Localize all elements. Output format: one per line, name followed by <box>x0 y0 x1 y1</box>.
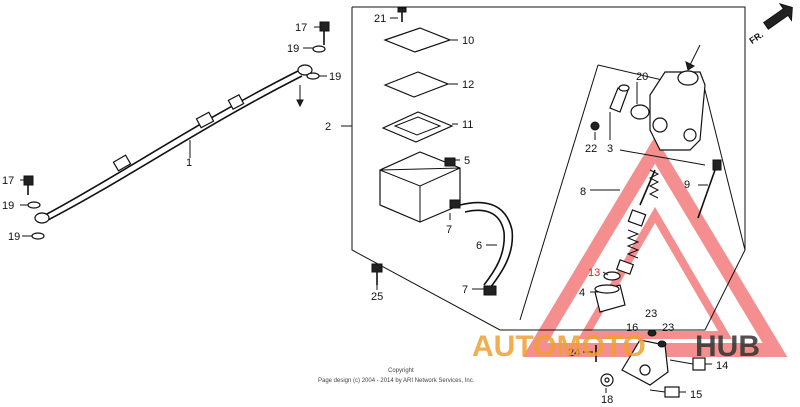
label-12: 12 <box>462 79 474 91</box>
washer-19-c <box>27 201 41 209</box>
bolt-9 <box>697 159 722 219</box>
washer-19-b <box>306 72 320 80</box>
label-24: 24 <box>568 347 580 359</box>
copyright-line-2: Page design (c) 2004 - 2014 by ARI Netwo… <box>318 378 475 384</box>
screw-22 <box>590 121 600 131</box>
brake-hose <box>34 64 313 224</box>
label-21: 21 <box>374 13 386 25</box>
bolt-17-top <box>319 21 330 45</box>
piston-set-8 <box>615 169 660 275</box>
watermark-logo: AUTOMOTO HUB <box>472 330 760 363</box>
label-7b: 7 <box>462 284 468 296</box>
joint-3 <box>609 84 630 113</box>
label-18: 18 <box>601 394 613 406</box>
washer-19-a <box>312 45 326 53</box>
reservoir-hose-6 <box>459 201 514 289</box>
clamp-7-top <box>449 199 461 209</box>
label-19a: 19 <box>287 43 299 55</box>
cap-10 <box>383 27 452 53</box>
label-1: 1 <box>186 157 192 169</box>
leader-lines <box>20 17 712 393</box>
label-6: 6 <box>476 240 482 252</box>
label-20: 20 <box>636 71 648 83</box>
label-7a: 7 <box>446 224 452 236</box>
ring-13 <box>603 271 621 281</box>
label-4: 4 <box>579 287 585 299</box>
label-11: 11 <box>462 119 473 131</box>
watermark-text-b: HUB <box>695 330 760 363</box>
label-16: 16 <box>626 322 638 334</box>
label-15: 15 <box>690 389 702 401</box>
label-19d: 19 <box>8 231 20 243</box>
label-10: 10 <box>462 35 474 47</box>
reservoir-5 <box>379 151 461 223</box>
watermark-text-a: AUTOMOTO <box>472 330 646 363</box>
plate-12 <box>383 71 450 98</box>
label-13: 13 <box>588 267 600 279</box>
label-23a: 23 <box>645 308 657 320</box>
o-ring-20 <box>630 104 650 120</box>
bolt-17-bottom <box>23 175 34 195</box>
label-8: 8 <box>580 186 586 198</box>
label-5: 5 <box>464 155 470 167</box>
label-19b: 19 <box>329 71 341 83</box>
label-23b: 23 <box>662 322 674 334</box>
copyright-line-1: Copyright <box>388 368 414 374</box>
label-3: 3 <box>607 143 613 155</box>
label-17b: 17 <box>2 175 14 187</box>
assembly-boundary <box>351 6 746 331</box>
pushrod-assembly <box>621 329 669 386</box>
label-9: 9 <box>684 179 690 191</box>
label-17a: 17 <box>295 22 307 34</box>
label-2: 2 <box>325 121 331 133</box>
label-14: 14 <box>716 360 728 372</box>
label-19c: 19 <box>2 200 14 212</box>
master-cylinder-body <box>649 44 706 151</box>
washer-19-d <box>31 232 45 240</box>
label-25: 25 <box>371 291 383 303</box>
diaphragm-11 <box>381 111 454 143</box>
clamp-7-bottom <box>483 285 497 296</box>
boot-4 <box>594 284 626 313</box>
fr-label: FR. <box>747 29 765 46</box>
front-direction-arrow: FR. <box>747 3 793 46</box>
bolt-25 <box>371 263 383 285</box>
bolt-14 <box>669 357 706 371</box>
bolt-15 <box>649 386 680 398</box>
label-22: 22 <box>585 143 597 155</box>
